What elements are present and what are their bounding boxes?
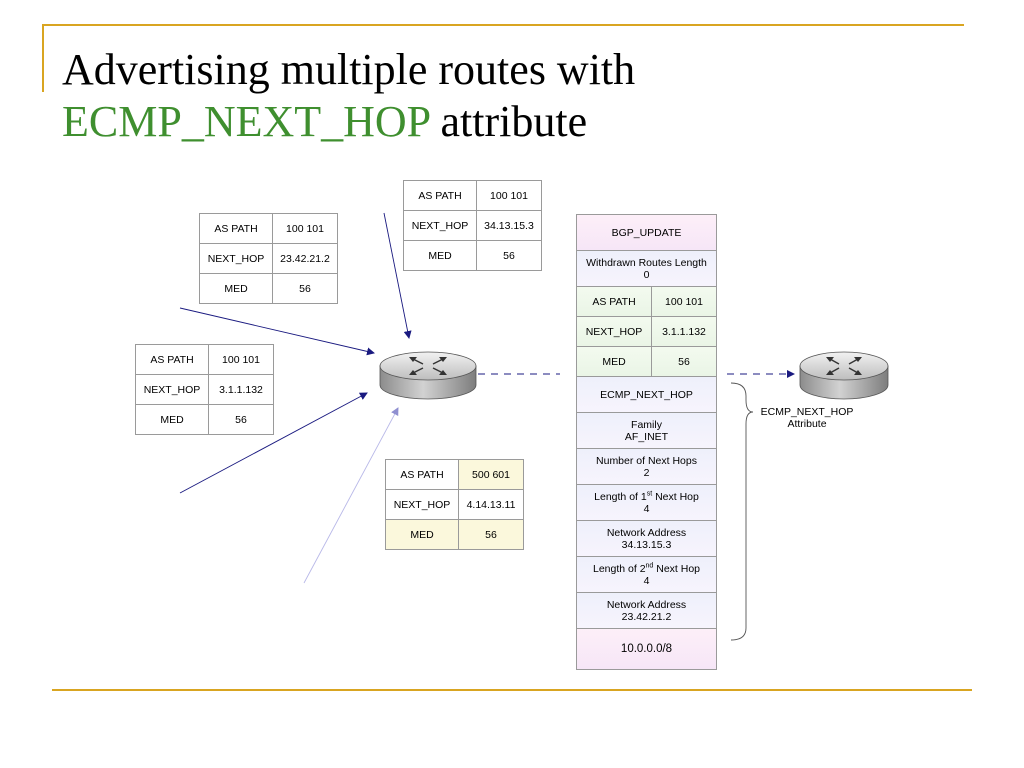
packet-addr-first: Network Address 34.13.15.3 — [577, 521, 716, 557]
len-first-prefix: Length of 1 — [594, 490, 647, 503]
as-path-value: 100 101 — [272, 213, 338, 244]
brace-label-line2: Attribute — [787, 418, 827, 430]
link-upper-left — [179, 307, 375, 356]
attribute-brace — [730, 382, 754, 641]
num-hops-value: 2 — [643, 466, 650, 479]
med-label: MED — [385, 519, 459, 550]
addr-first-value: 34.13.15.3 — [621, 538, 672, 551]
next-hop-value: 34.13.15.3 — [476, 210, 542, 241]
med-value: 56 — [208, 404, 274, 435]
addr-second-value: 23.42.21.2 — [621, 610, 672, 623]
len-first-label: Length of 1st Next Hop — [594, 490, 699, 503]
packet-med: MED 56 — [577, 347, 716, 377]
len-second-prefix: Length of 2 — [592, 562, 646, 575]
link-bottom — [303, 407, 399, 584]
packet-header-text: BGP_UPDATE — [611, 226, 682, 239]
len-first-value: 4 — [643, 502, 650, 515]
len-second-sup: nd — [645, 562, 654, 569]
packet-withdrawn: Withdrawn Routes Length 0 — [577, 251, 716, 287]
med-label: MED — [135, 404, 209, 435]
packet-family: Family AF_INET — [577, 413, 716, 449]
packet-len-second: Length of 2nd Next Hop 4 — [577, 557, 716, 593]
next-hop-label: NEXT_HOP — [403, 210, 477, 241]
next-hop-label: NEXT_HOP — [385, 489, 459, 520]
packet-ecmp-header: ECMP_NEXT_HOP — [577, 377, 716, 413]
packet-len-first: Length of 1st Next Hop 4 — [577, 485, 716, 521]
link-top — [383, 212, 412, 339]
len-second-suffix: Next Hop — [653, 562, 701, 575]
bgp-update-packet: BGP_UPDATE Withdrawn Routes Length 0 AS … — [576, 214, 717, 670]
packet-med-label: MED — [577, 347, 652, 376]
slide-title: Advertising multiple routes with ECMP_NE… — [62, 44, 635, 148]
addr-second-label: Network Address — [606, 598, 687, 611]
packet-next-hop-label: NEXT_HOP — [577, 317, 652, 346]
packet-header: BGP_UPDATE — [577, 215, 716, 251]
frame-bottom-rule — [52, 689, 972, 691]
router-icon-peer — [799, 351, 889, 400]
next-hop-value: 4.14.13.11 — [458, 489, 524, 520]
as-path-value: 100 101 — [208, 344, 274, 375]
frame-left-rule — [42, 24, 44, 92]
link-lower-left — [179, 392, 368, 494]
title-highlight: ECMP_NEXT_HOP — [62, 97, 430, 146]
num-hops-label: Number of Next Hops — [596, 454, 697, 467]
packet-med-value: 56 — [678, 355, 690, 368]
prefix-value: 10.0.0.0/8 — [620, 643, 673, 655]
packet-next-hop-value: 3.1.1.132 — [662, 325, 706, 338]
packet-next-hop: NEXT_HOP 3.1.1.132 — [577, 317, 716, 347]
withdrawn-value: 0 — [643, 268, 650, 281]
family-label: Family — [631, 418, 662, 431]
len-second-value: 4 — [643, 574, 650, 587]
next-hop-value: 3.1.1.132 — [208, 374, 274, 405]
withdrawn-label: Withdrawn Routes Length — [586, 256, 707, 269]
as-path-label: AS PATH — [199, 213, 273, 244]
packet-num-hops: Number of Next Hops 2 — [577, 449, 716, 485]
med-label: MED — [403, 240, 477, 271]
as-path-label: AS PATH — [385, 459, 459, 490]
as-path-value: 500 601 — [458, 459, 524, 490]
med-value: 56 — [476, 240, 542, 271]
frame-top-rule — [42, 24, 964, 26]
med-label: MED — [199, 273, 273, 304]
next-hop-value: 23.42.21.2 — [272, 243, 338, 274]
len-first-suffix: Next Hop — [652, 490, 699, 503]
len-first-sup: st — [646, 490, 653, 497]
packet-as-path-label: AS PATH — [577, 287, 652, 316]
packet-addr-second: Network Address 23.42.21.2 — [577, 593, 716, 629]
title-line1: Advertising multiple routes with — [62, 45, 636, 94]
med-value: 56 — [458, 519, 524, 550]
title-rest: attribute — [429, 97, 588, 146]
next-hop-label: NEXT_HOP — [199, 243, 273, 274]
as-path-label: AS PATH — [403, 180, 477, 211]
len-second-label: Length of 2nd Next Hop — [592, 562, 701, 575]
med-value: 56 — [272, 273, 338, 304]
family-value: AF_INET — [624, 430, 669, 443]
next-hop-label: NEXT_HOP — [135, 374, 209, 405]
addr-first-label: Network Address — [606, 526, 687, 539]
packet-as-path-value: 100 101 — [665, 295, 703, 308]
brace-label-line1: ECMP_NEXT_HOP — [760, 406, 854, 418]
packet-prefix: 10.0.0.0/8 — [577, 629, 716, 669]
packet-as-path: AS PATH 100 101 — [577, 287, 716, 317]
router-icon-main — [379, 351, 477, 400]
ecmp-header-text: ECMP_NEXT_HOP — [600, 388, 693, 401]
ecmp-attribute-label: ECMP_NEXT_HOP Attribute — [752, 406, 862, 430]
as-path-value: 100 101 — [476, 180, 542, 211]
as-path-label: AS PATH — [135, 344, 209, 375]
